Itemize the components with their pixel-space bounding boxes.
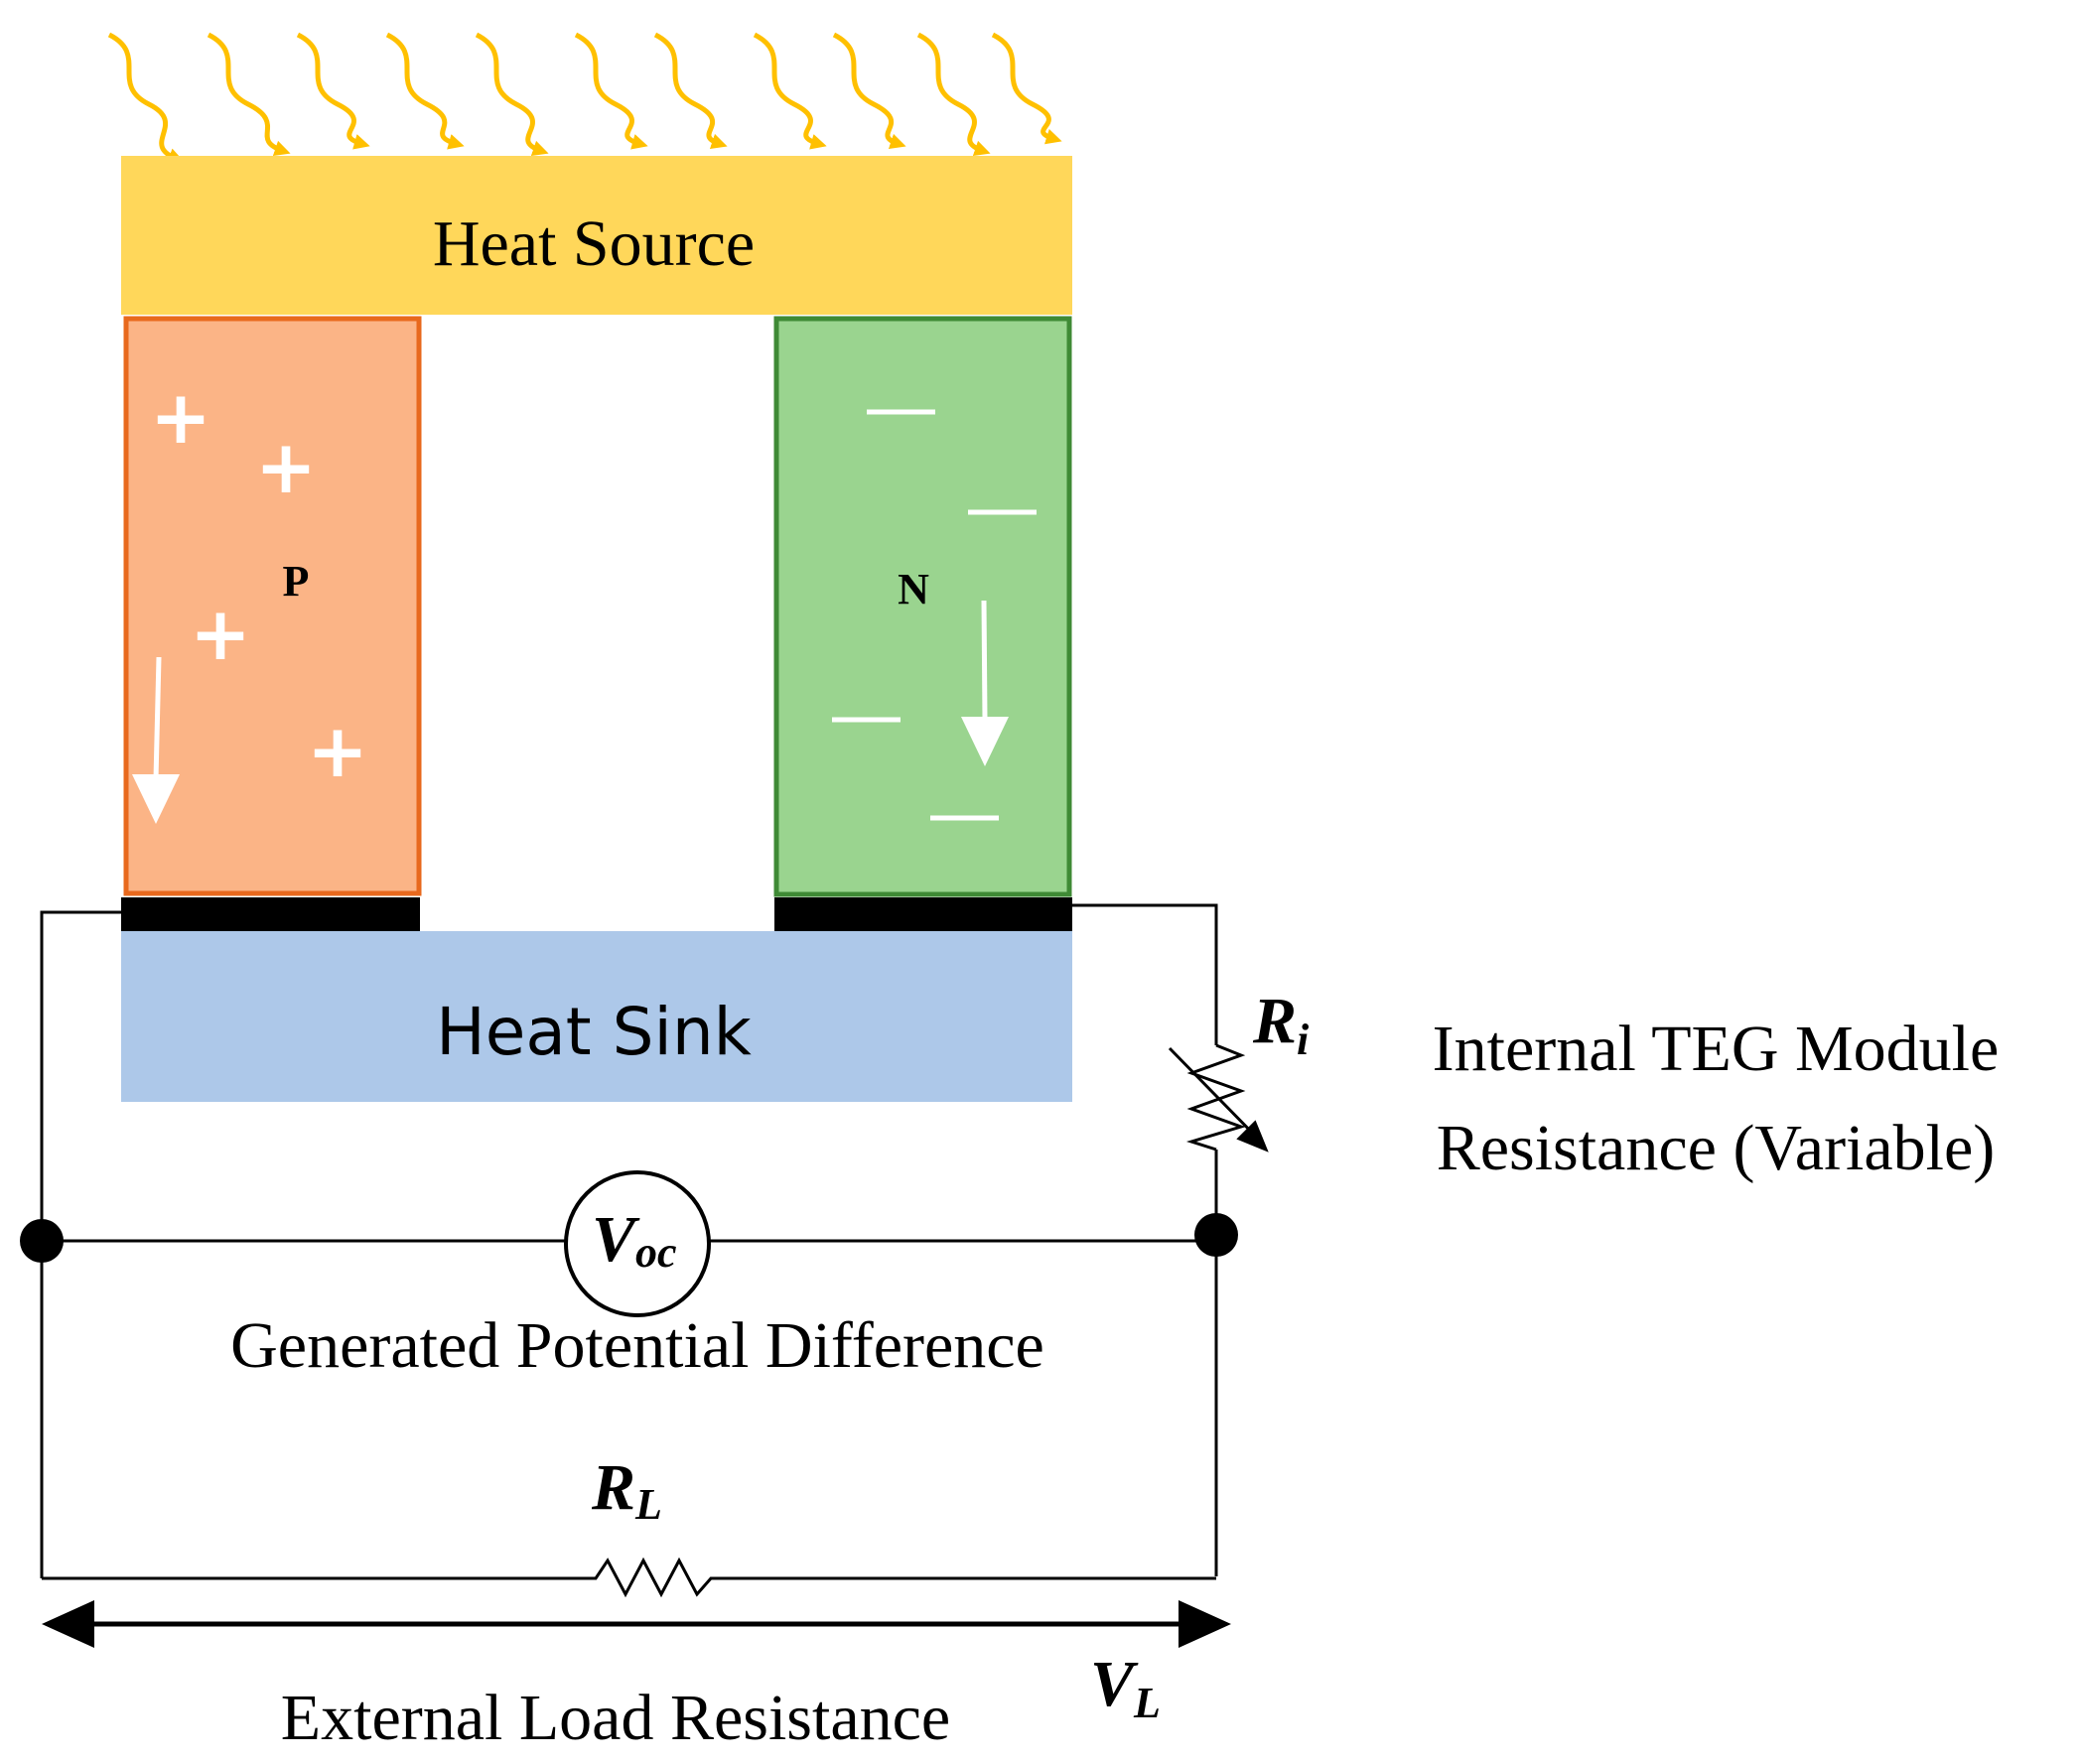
plus-sign: + <box>190 592 251 677</box>
heat-flow-arrows <box>107 32 1062 164</box>
heat-sink-label: Heat Sink <box>436 994 753 1070</box>
ri-description-line1: Internal TEG Module <box>1433 1013 2000 1085</box>
heat-arrow <box>107 32 185 164</box>
rl-sub: L <box>634 1480 662 1529</box>
heat-arrow <box>296 32 370 150</box>
p-contact-strip <box>121 897 420 931</box>
ri-label: Ri <box>1252 985 1310 1064</box>
p-leg-label: P <box>283 557 310 606</box>
heat-arrow <box>753 32 827 150</box>
heat-arrow <box>385 32 465 150</box>
vl-main: V <box>1090 1648 1139 1720</box>
plus-sign: + <box>255 425 317 510</box>
plus-sign: + <box>150 375 211 461</box>
heat-arrow <box>832 32 906 150</box>
heat-arrow <box>653 32 728 150</box>
ri-description-line2: Resistance (Variable) <box>1437 1112 1996 1184</box>
rl-main: R <box>591 1451 635 1524</box>
p-charges: + + + + <box>150 375 368 794</box>
heat-sink <box>121 931 1072 1102</box>
voc-source <box>564 1170 711 1317</box>
heat-arrow <box>207 32 291 156</box>
voc-main: V <box>592 1203 640 1276</box>
n-type-leg <box>773 316 1072 897</box>
rl-label: RL <box>591 1451 662 1529</box>
n-contact-strip <box>774 897 1072 931</box>
heat-arrow <box>916 32 991 156</box>
n-leg-label: N <box>898 565 929 613</box>
internal-resistor <box>1168 1043 1269 1153</box>
load-resistor <box>558 1557 747 1598</box>
voc-sub: oc <box>635 1228 677 1277</box>
ri-main: R <box>1252 985 1297 1057</box>
heat-arrow <box>991 32 1062 145</box>
p-current-arrow <box>132 656 180 824</box>
ri-sub: i <box>1297 1016 1310 1064</box>
heat-source <box>121 156 1072 315</box>
heat-arrow <box>574 32 648 150</box>
voc-label: Voc <box>592 1203 677 1277</box>
vl-dimension-arrow <box>42 1600 1231 1648</box>
vl-sub: L <box>1133 1679 1161 1727</box>
heat-arrow <box>475 32 549 156</box>
heat-source-label: Heat Source <box>433 207 755 280</box>
rl-description: External Load Resistance <box>281 1682 950 1754</box>
n-charges <box>832 409 1037 821</box>
voc-description: Generated Potential Difference <box>230 1309 1044 1382</box>
vl-label: VL <box>1090 1648 1161 1727</box>
circuit-node-left <box>20 1219 64 1263</box>
circuit-node-right <box>1194 1213 1238 1257</box>
plus-sign: + <box>307 709 368 794</box>
n-current-arrow <box>961 600 1009 766</box>
p-type-leg <box>123 316 422 896</box>
